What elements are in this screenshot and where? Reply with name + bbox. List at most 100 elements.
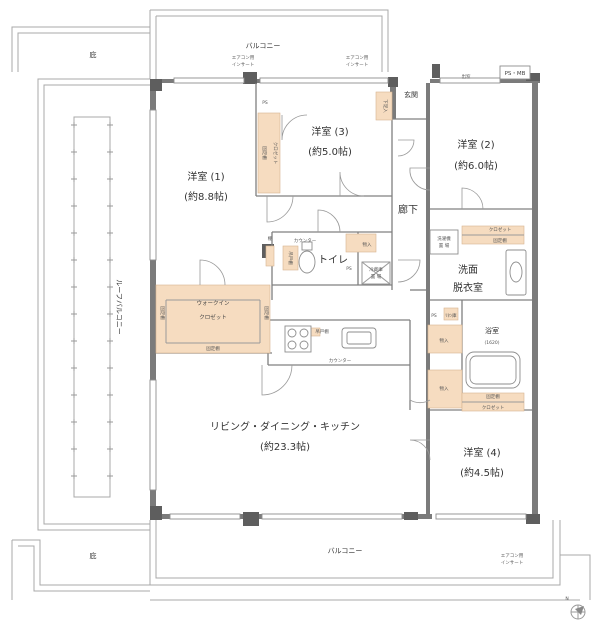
aircon-label-bottom-2: インサート (501, 560, 524, 566)
western3-name: 洋室 (3) (311, 125, 348, 138)
balcony-bottom-outline (149, 520, 591, 601)
washroom-line2: 脱衣室 (453, 281, 483, 294)
roof-balcony-post (71, 392, 77, 398)
eave-bottom-label: 庇 (90, 551, 97, 560)
counter-toilet-label: カウンター (294, 237, 317, 244)
roof-balcony-post (107, 446, 113, 452)
aircon-label-top-left-2: インサート (232, 62, 255, 68)
western1-name: 洋室 (1) (187, 170, 224, 183)
western3-size: (約5.0帖) (308, 145, 352, 158)
bathroom-size: (1620) (485, 340, 500, 346)
roof-balcony-post (71, 230, 77, 236)
roof-balcony-post (107, 230, 113, 236)
roof-balcony-post (71, 257, 77, 263)
bathroom-name: 浴室 (485, 326, 499, 335)
linen-label: ﾘﾈﾝ庫 (445, 312, 457, 319)
hanging-shelf-kitchen-label: 吊戸棚 (315, 328, 329, 335)
closet-room2-label: クロゼット (489, 226, 512, 233)
washer-line1: 洗濯機 (437, 235, 451, 242)
western4-size: (約4.5帖) (460, 466, 504, 479)
toilet-label: トイレ (318, 255, 348, 266)
roof-balcony-post (107, 365, 113, 371)
fridge-line2: 置 場 (371, 273, 382, 280)
windows (149, 77, 527, 520)
shoe-box-label: 下足入 (382, 99, 388, 113)
entrance-label: 玄関 (404, 90, 418, 99)
roof-balcony-post (107, 419, 113, 425)
roof-balcony-post (107, 338, 113, 344)
compass-north-label: N (565, 596, 568, 602)
doors (199, 114, 484, 461)
shelf-toilet-label: 棚 (268, 235, 273, 242)
interior-walls (156, 83, 532, 411)
balcony-bottom-label: バルコニー (328, 547, 363, 555)
western1-size: (約8.8帖) (184, 190, 228, 203)
washer-line2: 置 場 (439, 242, 450, 249)
roof-balcony-post (107, 257, 113, 263)
bathtub (465, 351, 521, 389)
closet-room4-label: クロゼット (482, 404, 505, 411)
roof-balcony-post (107, 176, 113, 182)
ps-box (499, 65, 531, 80)
storage-bath1-label: 物入 (440, 337, 449, 344)
western4-name: 洋室 (4) (463, 446, 500, 459)
roof-balcony-post (71, 446, 77, 452)
washer-space (429, 229, 459, 255)
fixed-shelf-room3-label: 固定棚 (261, 146, 268, 160)
roof-balcony-post (107, 473, 113, 479)
compass (570, 604, 586, 620)
roof-balcony-post (71, 365, 77, 371)
wash-basin (505, 249, 527, 296)
roof-balcony-post (71, 284, 77, 290)
closet-room3-label: クロゼット (272, 142, 279, 165)
washroom-line1: 洗面 (458, 264, 478, 276)
kitchen-sink (341, 327, 377, 349)
ps-mb-label: PS・MB (505, 71, 526, 77)
roof-balcony-post (71, 176, 77, 182)
fixed-shelf-room4-label: 固定棚 (486, 393, 500, 400)
balcony-top-outline (149, 9, 389, 79)
fixed-shelf-wic-bottom-label: 固定棚 (206, 345, 220, 352)
roof-balcony-post (71, 419, 77, 425)
western2-name: 洋室 (2) (457, 138, 494, 151)
bay-window-label: 出窓 (462, 73, 471, 80)
ps-toilet-label: PS (346, 266, 352, 272)
western2-size: (約6.0帖) (454, 159, 498, 172)
aircon-label-bottom-1: エアコン用 (501, 553, 524, 559)
fixed-shelf-wic-right-label: 固定棚 (263, 306, 270, 320)
roof-balcony-post (71, 338, 77, 344)
fixed-shelf-wic-left-label: 固定棚 (159, 306, 166, 320)
storage-bath2-label: 物入 (440, 385, 449, 392)
roof-balcony-post (71, 149, 77, 155)
roof-balcony-posts (71, 122, 113, 479)
aircon-label-top-right-2: インサート (346, 62, 369, 68)
toilet-bowl (298, 241, 316, 274)
roof-balcony (37, 78, 150, 531)
kitchen-stove (284, 325, 312, 353)
roof-balcony-post (71, 311, 77, 317)
aircon-label-top-left-1: エアコン用 (232, 55, 255, 61)
columns (150, 64, 440, 526)
aircon-label-top-right-1: エアコン用 (346, 55, 369, 61)
storage-toilet-label: 物入 (363, 241, 372, 248)
corridor-label: 廊下 (398, 203, 418, 216)
eave-bottom-outline (11, 539, 150, 600)
eave-top-label: 庇 (90, 50, 97, 59)
closets (155, 91, 525, 412)
roof-balcony-post (107, 203, 113, 209)
roof-balcony-label: ルーフバルコニー (115, 279, 123, 334)
fridge-line1: 冷蔵庫 (369, 266, 383, 273)
ps-bath-label: PS (431, 313, 437, 319)
ldk-size: (約23.3帖) (260, 440, 310, 453)
ps-room3-label: PS (262, 100, 268, 106)
roof-balcony-post (107, 122, 113, 128)
hanging-shelf-toilet-label: 吊戸棚 (287, 251, 294, 265)
fridge-space (361, 261, 391, 285)
walkin-line2: クロゼット (199, 313, 227, 321)
roof-balcony-post (107, 149, 113, 155)
roof-balcony-post (71, 122, 77, 128)
walkin-line1: ウォークイン (196, 299, 230, 307)
roof-balcony-post (107, 392, 113, 398)
fixed-shelf-room2-label: 固定棚 (493, 237, 507, 244)
roof-balcony-post (71, 473, 77, 479)
